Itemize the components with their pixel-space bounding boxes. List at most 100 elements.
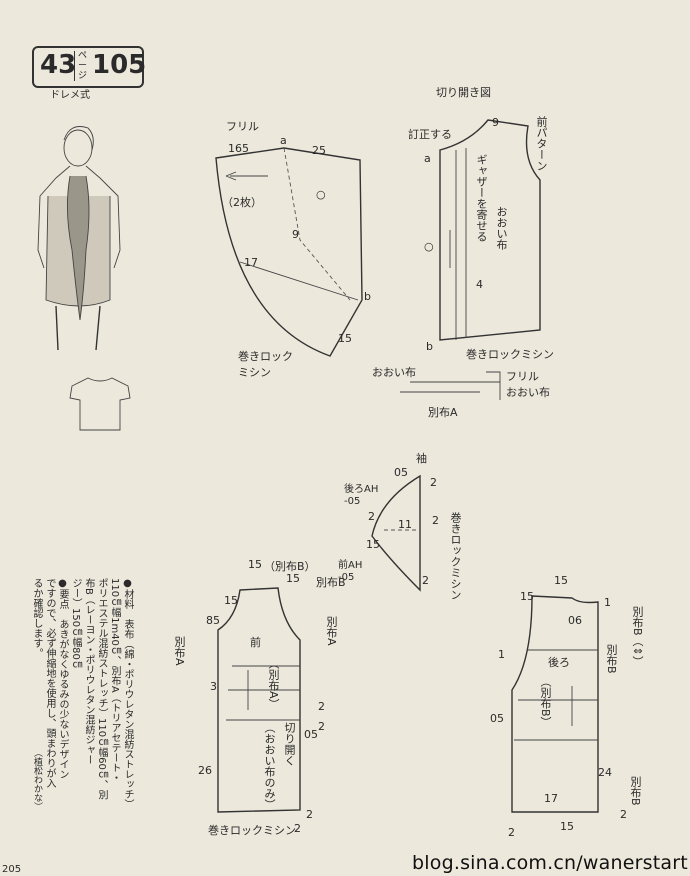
- frill-measure-9: 9: [292, 228, 299, 241]
- layer-cover-label: おおい布: [372, 366, 416, 379]
- notes-line-6: ●要点 あきがなくゆるみの少ないデザイン: [57, 578, 68, 779]
- sleeve-measure-2d: 2: [422, 574, 429, 587]
- layer-detail: [400, 371, 501, 400]
- front-measure-85: 85: [206, 614, 220, 627]
- sleeve-measure-11: 11: [398, 518, 412, 531]
- front-pattern-label: 前パターン: [535, 116, 548, 171]
- sleeve-front-ah: 前AH -05: [338, 560, 363, 583]
- layer-cover-label-2: おおい布: [506, 386, 550, 399]
- front-cover-only: （おおい布のみ）: [263, 722, 276, 810]
- front-measure-15a: 15: [248, 558, 262, 571]
- back-measure-05: 05: [490, 712, 504, 725]
- back-measure-15b: 15: [520, 590, 534, 603]
- page-number-right: 105: [92, 50, 147, 80]
- front-measure-2d: 2: [294, 822, 301, 835]
- sleeve-measure-2a: 2: [430, 476, 437, 489]
- front-measure-15b: 15: [286, 572, 300, 585]
- sleeve-measure-2c: 2: [432, 514, 439, 527]
- open-rock-label: 巻きロックミシン: [466, 348, 554, 361]
- cover-cloth-label: おおい布: [495, 206, 508, 250]
- front-open-diagram: [439, 119, 541, 341]
- back-view-thumbnail: [69, 377, 131, 431]
- front-separate-b-paren: （別布B）: [264, 560, 316, 573]
- back-measure-1a: 1: [604, 596, 611, 609]
- materials-notes: ●材料 表布（綿・ポリウレタン混紡ストレッチ） 110㎝幅1m40㎝、別布A（ト…: [30, 578, 134, 826]
- frill-count: （2枚）: [222, 196, 262, 209]
- front-separate-a-left: 別布A: [173, 636, 186, 666]
- notes-line-8: るか確認します。: [31, 578, 42, 658]
- frill-measure-25: 25: [312, 144, 326, 157]
- gather-label: ギャザーを寄せる: [475, 154, 488, 242]
- open-circle-mark: ○: [424, 240, 434, 253]
- notes-line-1: ●材料 表布（綿・ポリウレタン混紡ストレッチ）: [122, 578, 133, 809]
- sleeve-measure-2b: 2: [368, 510, 375, 523]
- frill-point-b: b: [364, 290, 371, 303]
- sleeve-measure-05: 05: [394, 466, 408, 479]
- back-separate-b: 別布B: [605, 644, 618, 674]
- sleeve-back-ah: 後ろAH -05: [344, 484, 379, 507]
- front-measure-2c: 2: [306, 808, 313, 821]
- frill-measure-17: 17: [244, 256, 258, 269]
- back-measure-06: 06: [568, 614, 582, 627]
- notes-line-3: ポリエステル混紡ストレッチ）110㎝幅60㎝、別: [96, 578, 107, 800]
- back-measure-2a: 2: [508, 826, 515, 839]
- source-url: blog.sina.com.cn/wanerstart: [412, 852, 688, 874]
- frill-rock-label: 巻きロック ミシン: [238, 350, 293, 379]
- front-separate-b: 別布B: [316, 576, 346, 589]
- layer-frill-label: フリル: [506, 370, 539, 383]
- front-measure-05: 05: [304, 728, 318, 741]
- open-point-b: b: [426, 340, 433, 353]
- sleeve-pattern: [371, 474, 421, 592]
- front-bodice-pattern: [217, 587, 301, 813]
- open-measure-9: 9: [492, 116, 499, 129]
- notes-line-4: 布B（レーヨン・ポリウレタン混紡ジャー: [83, 578, 94, 765]
- notes-line-5: ジー）150㎝幅80㎝: [70, 578, 81, 670]
- back-measure-1b: 1: [498, 648, 505, 661]
- model-illustration: [37, 126, 121, 351]
- layer-separate-a: 別布A: [428, 406, 458, 419]
- frill-measure-165: 165: [228, 142, 249, 155]
- front-measure-26: 26: [198, 764, 212, 777]
- front-title: 前: [250, 636, 261, 649]
- back-measure-24: 24: [598, 766, 612, 779]
- back-separate-b-label: （別布B）: [539, 676, 552, 728]
- front-measure-15c: 15: [224, 594, 238, 607]
- back-separate-b-arrow: 別布B（⇕）: [631, 606, 644, 667]
- frill-point-a: a: [280, 134, 287, 147]
- back-measure-15a: 15: [554, 574, 568, 587]
- open-point-a: a: [424, 152, 431, 165]
- open-diagram-title: 切り開き図: [436, 86, 491, 99]
- open-measure-4: 4: [476, 278, 483, 291]
- back-measure-15c: 15: [560, 820, 574, 833]
- page-number-badge: 43 ページ 105: [32, 46, 147, 88]
- front-measure-3: 3: [210, 680, 217, 693]
- front-separate-a-label: （別布A）: [267, 658, 280, 710]
- frill-measure-15: 15: [338, 332, 352, 345]
- page-word: ページ: [78, 51, 88, 81]
- front-open-label: 切り開く: [283, 722, 296, 766]
- notes-line-7: ですので、必ず伸縮地を使用し、頭まわりが入: [44, 578, 55, 788]
- front-measure-2a: 2: [318, 700, 325, 713]
- method-label: ドレメ式: [50, 90, 90, 101]
- back-bodice-pattern: [511, 595, 599, 813]
- credit-label: （植松わかな）: [32, 748, 42, 811]
- sleeve-title: 袖: [416, 452, 427, 465]
- back-title: 後ろ: [548, 656, 570, 669]
- sleeve-rock-label: 巻きロックミシン: [449, 512, 462, 600]
- frill-circle-mark: ○: [316, 188, 326, 201]
- front-rock-label: 巻きロックミシン: [208, 824, 296, 837]
- sleeve-measure-15: 15: [366, 538, 380, 551]
- back-measure-17: 17: [544, 792, 558, 805]
- frill-title: フリル: [226, 120, 259, 133]
- open-correct-label: 訂正する: [408, 128, 452, 141]
- back-separate-b-2: 別布B: [629, 776, 642, 806]
- back-measure-2b: 2: [620, 808, 627, 821]
- notes-line-2: 110㎝幅1m40㎝、別布A（トリアセテート・: [109, 578, 120, 783]
- footer-page-number: 205: [2, 864, 22, 875]
- front-measure-2b: 2: [318, 720, 325, 733]
- front-separate-a-right: 別布A: [325, 616, 338, 646]
- page-number-left: 43: [40, 50, 77, 80]
- frill-pattern: [215, 147, 363, 357]
